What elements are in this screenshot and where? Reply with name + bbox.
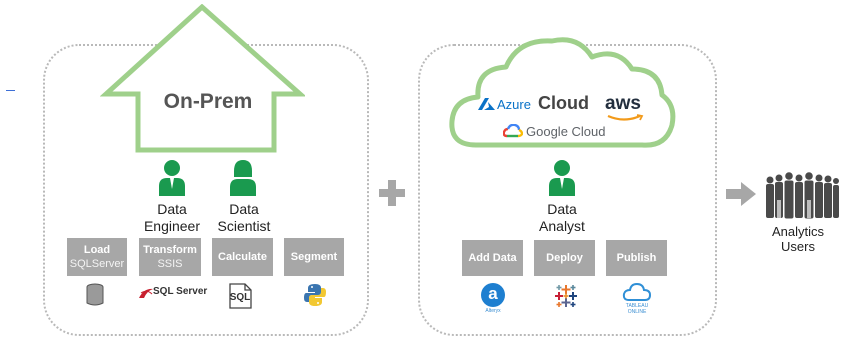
data-scientist-line1: Data xyxy=(229,201,259,217)
transform-step-box: Transform SSIS xyxy=(139,238,201,276)
left-edge-mark xyxy=(6,90,15,91)
data-engineer-line1: Data xyxy=(157,201,187,217)
publish-step-label: Publish xyxy=(616,252,657,264)
load-step-sub: SQLServer xyxy=(69,258,125,270)
alteryx-icon-letter: a xyxy=(488,284,498,303)
publish-step-box: Publish xyxy=(606,240,667,276)
transform-step-label: Transform xyxy=(143,244,197,256)
add-data-step-box: Add Data xyxy=(462,240,523,276)
calculate-step-label: Calculate xyxy=(218,251,267,263)
azure-logo-icon xyxy=(478,98,495,110)
google-cloud-label: Google Cloud xyxy=(526,124,606,139)
azure-label: Azure xyxy=(497,97,531,112)
analytics-users-line1: Analytics xyxy=(771,224,825,239)
data-analyst-line2: Analyst xyxy=(539,218,585,234)
analytics-users-label: Analytics Users xyxy=(757,224,839,254)
python-icon xyxy=(304,284,326,306)
sql-file-text: SQL xyxy=(229,292,251,303)
sql-server-logo: SQL Server xyxy=(138,284,207,304)
analytics-users-group-icon xyxy=(766,172,839,219)
deploy-step-box: Deploy xyxy=(534,240,595,276)
sql-server-logo-icon xyxy=(139,288,153,298)
data-scientist-person-icon xyxy=(230,160,256,196)
segment-step-label: Segment xyxy=(290,251,338,263)
data-engineer-line2: Engineer xyxy=(143,218,201,234)
data-engineer-person-icon xyxy=(159,160,185,196)
calculate-step-box: Calculate xyxy=(212,238,273,276)
load-step-label: Load xyxy=(83,244,111,256)
aws-smile-icon xyxy=(607,114,644,121)
right-arrow-icon xyxy=(726,182,756,206)
transform-step-sub: SSIS xyxy=(157,258,183,270)
house-icon xyxy=(100,4,305,153)
load-step-box: Load SQLServer xyxy=(67,238,127,276)
analytics-users-line2: Users xyxy=(781,239,815,254)
deploy-step-label: Deploy xyxy=(546,252,583,264)
tableau-online-cloud-icon xyxy=(622,282,652,301)
on-prem-title: On-Prem xyxy=(163,90,253,113)
alteryx-caption: Alteryx xyxy=(485,308,501,314)
tableau-online-caption: TABLEAU ONLINE xyxy=(625,303,649,315)
google-cloud-logo-icon xyxy=(503,124,523,138)
sql-server-logo-text: SQL Server xyxy=(153,286,208,297)
data-scientist-line2: Scientist xyxy=(217,218,271,234)
aws-label: aws xyxy=(605,93,641,114)
sql-file-icon xyxy=(229,283,252,309)
add-data-step-label: Add Data xyxy=(468,252,517,264)
cloud-title: Cloud xyxy=(538,93,589,113)
data-analyst-label: Data Analyst xyxy=(523,201,601,235)
data-scientist-label: Data Scientist xyxy=(205,201,283,235)
segment-step-box: Segment xyxy=(284,238,344,276)
data-engineer-label: Data Engineer xyxy=(133,201,211,235)
database-icon xyxy=(86,283,104,306)
tableau-icon xyxy=(555,285,577,307)
alteryx-icon: a xyxy=(481,283,505,307)
data-analyst-line1: Data xyxy=(547,201,577,217)
plus-icon xyxy=(379,180,405,206)
data-analyst-person-icon xyxy=(549,160,575,196)
